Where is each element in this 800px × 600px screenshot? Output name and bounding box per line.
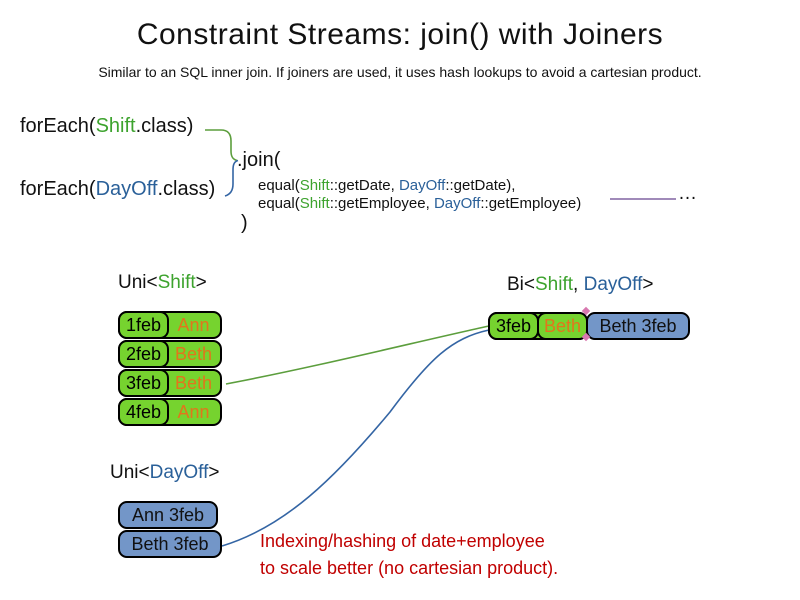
foreach-shift-prefix: forEach( (20, 115, 96, 137)
brace-top-green-curve (205, 129, 238, 162)
shift-row-2feb: 2feb Beth (118, 340, 222, 368)
joiner1-dayoff: DayOff (398, 177, 446, 194)
page-subtitle: Similar to an SQL inner join. If joiners… (98, 64, 702, 80)
page-title: Constraint Streams: join() with Joiners (136, 18, 664, 51)
joiner2-dayoff: DayOff (433, 195, 481, 212)
joiner1-fn: equal( (258, 177, 300, 194)
foreach-shift-suffix: .class) (135, 115, 194, 137)
uni-shift-label: Uni<Shift> (118, 272, 207, 294)
dayoff-row-beth: Beth 3feb (118, 530, 222, 558)
foreach-shift-line: forEach(Shift.class) (20, 115, 193, 138)
shift-row-employee: Beth (174, 372, 213, 393)
annotation-text: Indexing/hashing of date+employee to sca… (260, 528, 558, 582)
uni-dayoff-label-suffix: > (208, 462, 220, 483)
shift-row-date: 2feb (118, 340, 169, 368)
uni-shift-label-suffix: > (195, 272, 207, 293)
shift-row-date: 3feb (118, 369, 169, 397)
bi-label: Bi<Shift, DayOff> (507, 274, 653, 296)
more-joiners-ellipsis: … (678, 183, 697, 204)
uni-dayoff-label-class: DayOff (149, 462, 209, 483)
bi-row-shift-part: 3feb Beth (488, 312, 588, 340)
joiner-employee-line: equal(Shift::getEmployee, DayOff::getEmp… (258, 195, 581, 212)
joiner1-left-rest: ::getDate, (329, 177, 399, 194)
shift-row-4feb: 4feb Ann (118, 398, 222, 426)
foreach-dayoff-class: DayOff (95, 178, 158, 200)
bi-label-separator: , (573, 274, 584, 295)
joiner2-shift: Shift (299, 195, 330, 212)
join-open: .join( (237, 149, 281, 171)
shift-row-1feb: 1feb Ann (118, 311, 222, 339)
bi-row-date: 3feb (488, 312, 539, 340)
annotation-line2: to scale better (no cartesian product). (260, 558, 559, 578)
bi-label-suffix: > (642, 274, 654, 295)
joiner-date-line: equal(Shift::getDate, DayOff::getDate), (258, 177, 515, 194)
foreach-shift-class: Shift (95, 115, 136, 137)
dayoff-row-ann: Ann 3feb (118, 501, 218, 529)
shift-row-date: 1feb (118, 311, 169, 339)
shift-row-3feb: 3feb Beth (118, 369, 222, 397)
uni-dayoff-label: Uni<DayOff> (110, 462, 220, 484)
joiner2-left-rest: ::getEmployee, (329, 195, 434, 212)
uni-shift-label-prefix: Uni< (118, 272, 158, 293)
bi-row-dayoff-part: Beth 3feb (586, 312, 690, 340)
joiner2-right-rest: ::getEmployee) (480, 195, 582, 212)
dayoff-to-bi-blue-curve (221, 329, 490, 547)
joiner1-right-rest: ::getDate), (445, 177, 516, 194)
join-close: ) (241, 212, 248, 234)
foreach-dayoff-prefix: forEach( (20, 178, 96, 200)
foreach-dayoff-line: forEach(DayOff.class) (20, 178, 215, 201)
bi-row-employee: Beth (537, 312, 588, 340)
uni-dayoff-label-prefix: Uni< (110, 462, 150, 483)
joiner1-shift: Shift (299, 177, 330, 194)
shift-row-employee: Ann (177, 314, 210, 335)
uni-shift-label-class: Shift (157, 272, 196, 293)
shift-row-date: 4feb (118, 398, 169, 426)
shift-to-bi-green-curve (225, 325, 490, 385)
foreach-dayoff-suffix: .class) (157, 178, 216, 200)
shift-row-employee: Ann (177, 401, 210, 422)
joiner2-fn: equal( (258, 195, 300, 212)
bi-label-prefix: Bi< (507, 274, 535, 295)
bi-label-shift: Shift (535, 274, 574, 295)
annotation-line1: Indexing/hashing of date+employee (260, 531, 545, 551)
shift-row-employee: Beth (174, 343, 213, 364)
bi-label-dayoff: DayOff (583, 274, 643, 295)
